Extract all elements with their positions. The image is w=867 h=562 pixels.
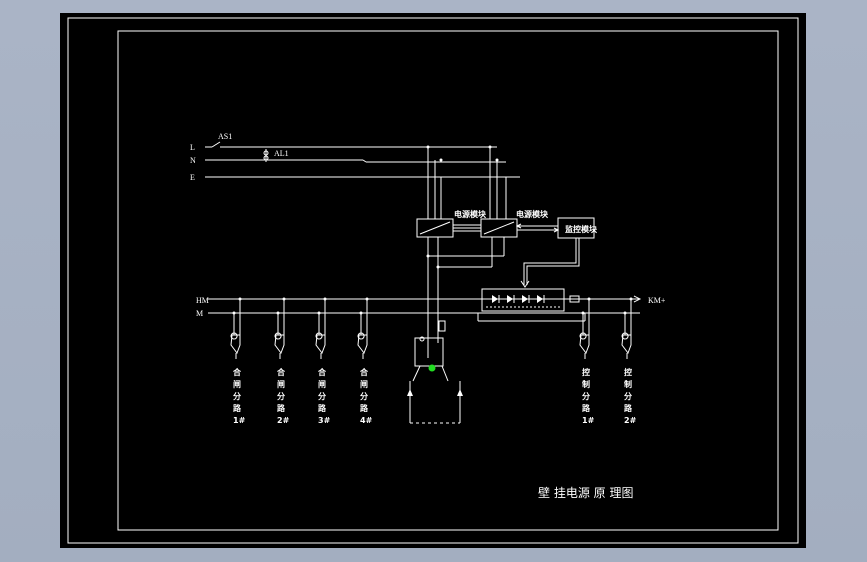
label-power-module-2: 电源模块 <box>516 209 549 219</box>
drawing-sheet: L N E AS1 AL1 HM M KM+ 电源模块 电源模块 监控模块 合闸… <box>60 13 806 548</box>
branch-label-char: 分 <box>277 391 285 401</box>
branch-label-char: 路 <box>624 403 633 413</box>
ac-input-lines <box>205 141 520 219</box>
branch-label-char: 闸 <box>233 379 241 389</box>
outer-frame <box>67 17 799 544</box>
label-e: E <box>190 173 195 182</box>
battery-circuit <box>407 320 463 424</box>
diode-symbols <box>486 295 560 308</box>
branch-label-char: 合 <box>317 367 327 377</box>
branch-label-char: 2# <box>277 416 290 425</box>
branch-label-char: 合 <box>232 367 242 377</box>
label-al1: AL1 <box>274 149 289 158</box>
branch-label-char: 路 <box>582 403 591 413</box>
branch-label-char: 合 <box>359 367 369 377</box>
label-n: N <box>190 156 196 165</box>
switch-as1 <box>211 141 221 148</box>
diode-chain <box>481 288 565 312</box>
label-km: KM+ <box>648 296 666 305</box>
branch-label-char: 路 <box>277 403 286 413</box>
label-power-module-1: 电源模块 <box>454 209 487 219</box>
inner-frame <box>117 30 779 531</box>
drawing-title: 壁 挂电源 原 理图 <box>538 485 633 500</box>
branch-label-char: 控 <box>582 367 590 377</box>
label-as1: AS1 <box>218 132 232 141</box>
branch-label-char: 合 <box>276 367 286 377</box>
branch-label-char: 闸 <box>318 379 326 389</box>
label-hm: HM <box>196 296 209 305</box>
branch-label-char: 分 <box>318 391 326 401</box>
branch-label-char: 路 <box>233 403 242 413</box>
branch-label-char: 分 <box>624 391 632 401</box>
branch-label-char: 分 <box>582 391 590 401</box>
branch-label-char: 分 <box>360 391 368 401</box>
branch-label-char: 闸 <box>277 379 285 389</box>
label-l: L <box>190 143 195 152</box>
indicator-al1 <box>263 150 269 156</box>
branch-label-char: 制 <box>624 379 632 389</box>
schematic-drawing: L N E AS1 AL1 HM M KM+ 电源模块 电源模块 监控模块 合闸… <box>67 17 799 544</box>
label-monitor-module: 监控模块 <box>565 224 598 234</box>
label-m: M <box>196 309 203 318</box>
branch-label-char: 路 <box>360 403 369 413</box>
branch-label-char: 路 <box>318 403 327 413</box>
branch-label-char: 1# <box>233 416 246 425</box>
branch-label-char: 4# <box>360 416 373 425</box>
branch-label-char: 2# <box>624 416 637 425</box>
branch-label-char: 制 <box>582 379 590 389</box>
branch-label-char: 分 <box>233 391 241 401</box>
branch-label-char: 1# <box>582 416 595 425</box>
green-marker-icon <box>428 364 436 372</box>
branch-label-char: 控 <box>624 367 632 377</box>
branch-label-char: 3# <box>318 416 331 425</box>
branch-label-char: 闸 <box>360 379 368 389</box>
fuse-icon <box>569 295 580 303</box>
